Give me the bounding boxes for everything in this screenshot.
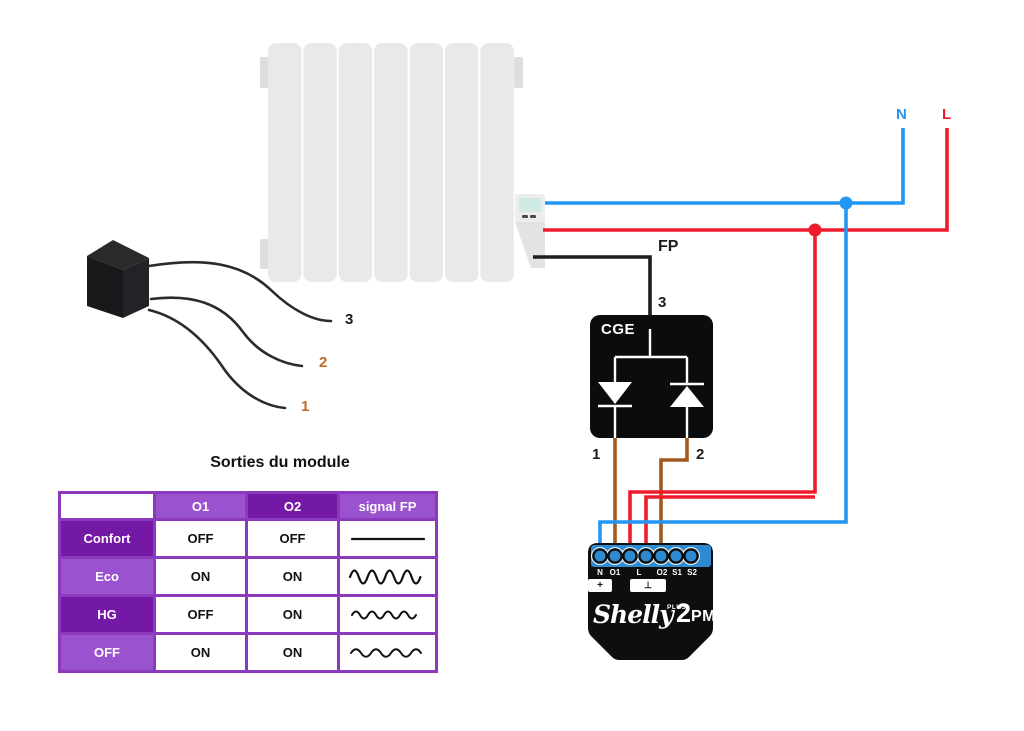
o2-value: ON	[245, 632, 340, 673]
waveform-sine-small	[349, 647, 422, 658]
row-label: HG	[58, 594, 156, 635]
waveform-sine-small	[350, 610, 417, 619]
row-label: Confort	[58, 518, 156, 559]
o1-value: OFF	[153, 518, 248, 559]
shelly-terminal-s1: S1	[672, 568, 682, 577]
neutral-junction-dot	[839, 196, 853, 210]
table-row-confort: Confort OFF OFF	[58, 518, 438, 559]
shelly-terminal-o1: O1	[609, 568, 621, 577]
cge-pin1-label: 1	[592, 446, 601, 463]
terminal-holes	[590, 546, 701, 566]
signal-fp-waveform	[337, 518, 438, 559]
o1-value: ON	[153, 556, 248, 597]
shelly-brand-model-number: 2	[676, 598, 692, 628]
table-title: Sorties du module	[210, 454, 350, 471]
o1-value: ON	[153, 632, 248, 673]
pilot-wire3-label: 3	[345, 311, 354, 328]
column-header-signal-fp: signal FP	[337, 491, 438, 521]
module-outputs-table: O1 O2 signal FP Confort OFF OFF Eco ON O…	[58, 491, 438, 673]
diode-down-icon	[598, 382, 632, 404]
column-header-o2: O2	[245, 491, 340, 521]
o1-value: OFF	[153, 594, 248, 635]
radiator-brackets	[260, 57, 523, 269]
signal-fp-waveform	[337, 556, 438, 597]
row-label: Eco	[58, 556, 156, 597]
shelly-brand-name: Shelly	[593, 600, 674, 629]
shelly-ground-terminal-box: ⊥	[630, 579, 666, 592]
o2-value: ON	[245, 594, 340, 635]
diode-up-icon	[670, 386, 704, 407]
shelly-terminal-s2: S2	[687, 568, 697, 577]
pilot-wire1-label: 1	[301, 398, 310, 415]
shelly-terminal-o2: O2	[656, 568, 668, 577]
line-junction-dot	[808, 223, 822, 237]
fp-label: FP	[658, 238, 679, 255]
table-row-off: OFF ON ON	[58, 632, 438, 673]
cge-title: CGE	[601, 321, 636, 338]
table-row-hg: HG OFF ON	[58, 594, 438, 635]
table-row-eco: Eco ON ON	[58, 556, 438, 597]
shelly-plus-terminal-box: +	[588, 579, 612, 592]
pilot-wire2-label: 2	[319, 354, 328, 371]
line-label: L	[942, 106, 952, 123]
column-header-o1: O1	[153, 491, 248, 521]
neutral-label: N	[896, 106, 907, 123]
waveform-sine-large	[348, 568, 421, 585]
cge-module-icon	[590, 315, 713, 438]
fp-wire	[533, 255, 652, 317]
cge-pin3-label: 3	[658, 294, 667, 311]
table-header-row: O1 O2 signal FP	[58, 491, 438, 521]
neutral-wires	[545, 128, 905, 549]
o2-value: OFF	[245, 518, 340, 559]
shelly-brand-plus: PLUS	[667, 604, 687, 611]
table-corner-cell	[58, 491, 156, 521]
signal-fp-waveform	[337, 632, 438, 673]
row-label: OFF	[58, 632, 156, 673]
cge-pin2-label: 2	[696, 446, 705, 463]
pilot-box-icon	[87, 240, 149, 318]
shelly-brand-logo: Shelly PLUS 2 PM	[590, 598, 716, 633]
o2-value: ON	[245, 556, 340, 597]
radiator-icon	[268, 43, 514, 282]
shelly-terminal-n: N	[597, 568, 603, 577]
signal-fp-waveform	[337, 594, 438, 635]
pilot-box-wires	[147, 260, 333, 410]
pilot-brown-wires	[613, 438, 689, 549]
shelly-brand-model-suffix: PM	[691, 608, 716, 625]
shelly-device-icon	[588, 543, 713, 660]
shelly-terminal-l: L	[636, 568, 642, 577]
